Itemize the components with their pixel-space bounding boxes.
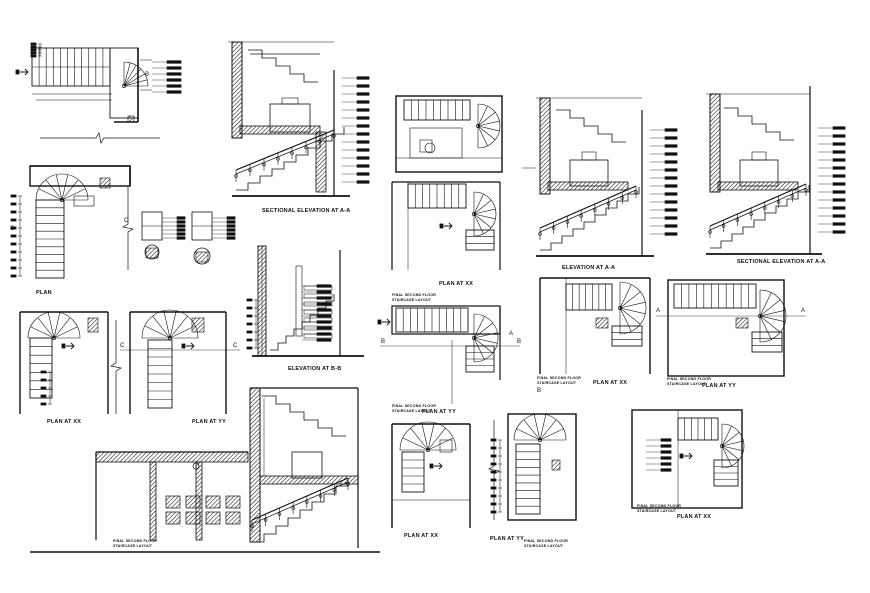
title-plan-left: PLAN [36,290,52,296]
title-plan-at-xx-left: PLAN AT XX [47,419,82,425]
section-marker-c-3: C [120,343,125,349]
note-staircase-layout-1: STAIRCASE LAYOUT [392,298,432,302]
note-final-second-floor-7: FINAL SECOND FLOOR [524,539,569,543]
plan-center-top [395,95,503,173]
title-plan-at-yy-center: PLAN AT YY [422,409,456,415]
note-final-second-floor-3: FINAL SECOND FLOOR [537,376,582,380]
plan-bottom-xx [391,421,471,528]
title-plan-at-yy-bottom: PLAN AT YY [490,536,524,542]
note-final-second-floor-6: FINAL SECOND FLOOR [113,539,158,543]
title-plan-at-xx-top: PLAN AT XX [439,281,474,287]
section-marker-b-2: B [381,339,386,345]
section-marker-a-2: A [656,308,661,314]
section-bottom-center [249,387,359,548]
note-staircase-layout-3: STAIRCASE LAYOUT [537,381,577,385]
note-staircase-layout-5: STAIRCASE LAYOUT [637,509,677,513]
elevation-bb [246,245,364,357]
plan-right-yy [656,279,806,377]
section-marker-a-3: A [801,308,806,314]
title-plan-at-yy-left: PLAN AT YY [192,419,226,425]
plan-center-yy [377,305,520,404]
title-elevation-bb: ELEVATION AT B-B [288,366,342,372]
note-staircase-layout-6: STAIRCASE LAYOUT [113,544,153,548]
section-marker-c-2: C [10,226,15,232]
note-final-second-floor-5: FINAL SECOND FLOOR [637,504,682,508]
plan-bottom-yy [488,413,577,521]
plan-left [10,165,134,279]
note-staircase-layout-4: STAIRCASE LAYOUT [667,382,707,386]
plan-center-xx [391,181,501,270]
section-marker-b-1: B [145,72,150,78]
plan-far-right-xx [631,409,745,509]
handrail-details [141,211,236,265]
title-sectional-elevation-1: SECTIONAL ELEVATION AT A-A [262,208,351,214]
title-elevation-aa: ELEVATION AT A-A [562,265,616,271]
sectional-elevation-1 [228,41,370,197]
note-staircase-layout-2: STAIRCASE LAYOUT [392,409,432,413]
elevation-aa [522,97,678,257]
title-plan-at-xx-right: PLAN AT XX [593,380,628,386]
section-bottom-left [30,451,380,553]
title-plan-at-yy-right: PLAN AT YY [702,383,736,389]
plan-top-left [15,42,182,144]
note-final-second-floor-1: FINAL SECOND FLOOR [392,293,437,297]
section-marker-b-3: B [517,339,522,345]
plan-left-yy [110,309,240,414]
note-staircase-layout-7: STAIRCASE LAYOUT [524,544,564,548]
sectional-elevation-2 [706,86,846,255]
section-marker-c-1: C [124,218,129,224]
title-plan-at-xx-bottom: PLAN AT XX [404,533,439,539]
plan-left-xx [19,311,109,414]
note-final-second-floor-2: FINAL SECOND FLOOR [392,404,437,408]
title-plan-at-xx-far-right: PLAN AT XX [677,514,712,520]
section-marker-c-4: C [233,343,238,349]
note-final-second-floor-4: FINAL SECOND FLOOR [667,377,712,381]
section-marker-b-4: B [537,388,542,394]
title-sectional-elevation-2: SECTIONAL ELEVATION AT A-A [737,259,826,265]
section-marker-a-1: A [509,331,514,337]
plan-right-xx [539,277,651,374]
